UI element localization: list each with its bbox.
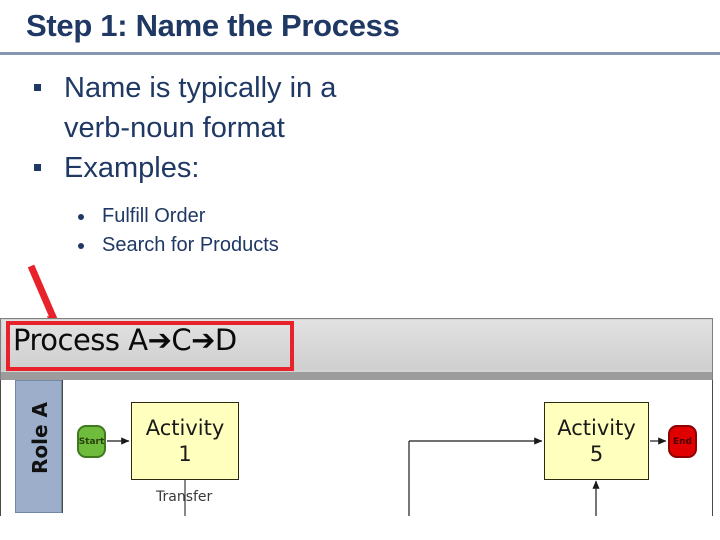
sub-list-item: Search for Products [0,231,520,260]
list-item-label: Name is typically in a verb-noun format [64,72,337,145]
diagram-header-band: Process A➔C➔D [0,318,713,372]
start-node: Start [77,425,106,458]
square-bullet-icon [0,68,64,108]
activity-node-5-line2: 5 [589,442,604,466]
activity-node-1-line2: 1 [178,442,192,466]
process-name-text: Process A➔C➔D [13,323,237,357]
page-title: Step 1: Name the Process [26,8,400,43]
activity-node-5: Activity 5 [544,402,649,480]
list-item: Name is typically in a verb-noun format [0,68,520,148]
end-node: End [668,425,697,458]
swimlane-role-header: Role A [15,380,62,513]
activity-node-1-line1: Activity [145,415,225,440]
sub-list-item: Fulfill Order [0,202,520,231]
transfer-label: Transfer [156,489,213,505]
title-divider [0,52,720,55]
diagram-header-shadow [0,372,713,380]
swimlane-role-label: Role A [28,402,52,475]
square-bullet-icon [0,148,64,188]
sub-list-item-label: Search for Products [102,234,279,257]
process-name-highlight-box [6,321,294,371]
bullet-list: Name is typically in a verb-noun format … [0,68,520,260]
activity-node-1: Activity 1 [131,402,239,480]
round-bullet-icon [0,202,102,231]
list-item-label: Examples: [64,152,200,185]
swimlane-divider [62,380,63,513]
diagram-header-gradient [2,320,712,370]
sub-list-item-label: Fulfill Order [102,205,206,228]
slide-bottom-margin [0,516,720,540]
list-item: Examples: [0,148,520,188]
activity-node-5-line1: Activity [557,415,636,440]
round-bullet-icon [0,231,102,260]
